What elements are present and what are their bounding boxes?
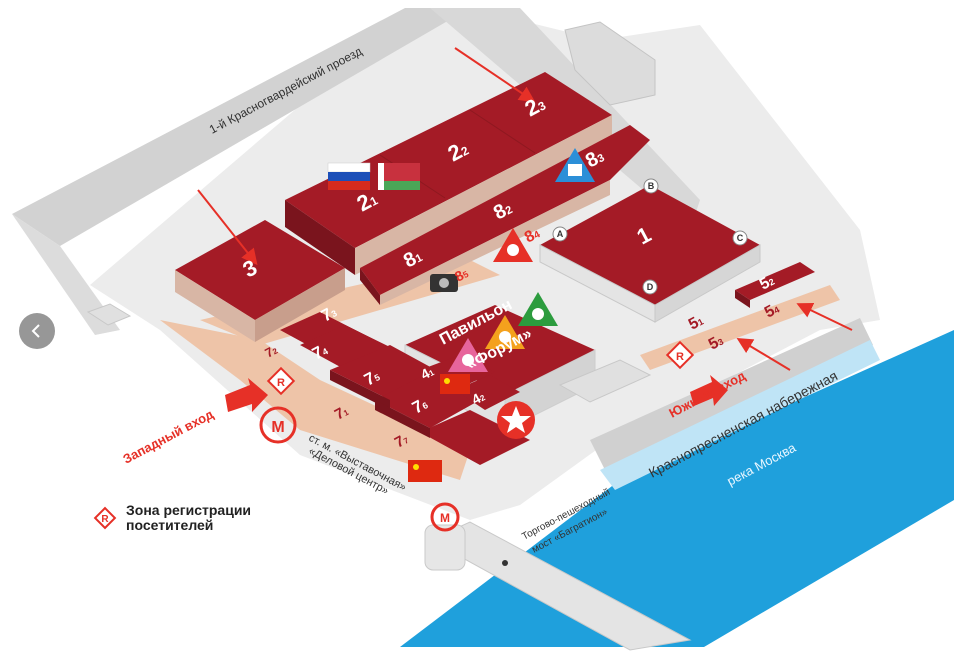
svg-text:R: R bbox=[101, 514, 109, 525]
registration-marker-south: R bbox=[665, 340, 695, 370]
star-icon bbox=[497, 401, 535, 439]
registration-marker-west: R bbox=[266, 366, 296, 396]
building-west-small bbox=[86, 303, 132, 326]
arrow-to-hall-5-4 bbox=[796, 302, 853, 331]
hall-3-block bbox=[175, 220, 345, 342]
service-triangle-forum-1 bbox=[518, 292, 558, 326]
service-triangle-hall-8-3 bbox=[555, 148, 595, 182]
legend-registration: R Зона регистрации посетителей bbox=[92, 503, 251, 533]
service-triangle-forum-2 bbox=[485, 315, 525, 349]
metro-icon-west: М bbox=[259, 406, 297, 444]
metro-exit-building bbox=[424, 524, 466, 571]
hall-1-block bbox=[539, 185, 761, 323]
registration-icon: R bbox=[93, 506, 117, 530]
arrow-to-hall-3 bbox=[197, 189, 258, 266]
west-entrance-label: Западный вход bbox=[120, 406, 216, 467]
svg-text:М: М bbox=[271, 419, 284, 436]
arrow-to-hall-5-3 bbox=[736, 337, 791, 371]
west-entrance-arrow bbox=[225, 378, 268, 412]
pavilion-1-letter-a: A bbox=[557, 229, 564, 239]
building-service-ne bbox=[564, 21, 656, 106]
metro-icon-bridge: М bbox=[430, 502, 460, 532]
hall-7-blocks bbox=[280, 312, 530, 465]
hall-5-block bbox=[735, 262, 815, 308]
south-entrance-arrow bbox=[690, 375, 728, 406]
bridge-marker bbox=[502, 560, 508, 566]
prev-slide-button[interactable] bbox=[19, 313, 55, 349]
arrow-to-hall-2-3 bbox=[454, 47, 536, 103]
china-flag-icon-2 bbox=[408, 460, 442, 482]
walkway-west bbox=[160, 320, 470, 480]
belarus-flag-icon bbox=[378, 163, 420, 190]
russia-flag-icon bbox=[327, 162, 371, 190]
svg-text:М: М bbox=[440, 511, 450, 525]
service-triangle-forum-3 bbox=[448, 338, 488, 372]
chevron-left-icon bbox=[31, 324, 40, 338]
legend-registration-text: Зона регистрации посетителей bbox=[126, 502, 252, 533]
svg-text:R: R bbox=[277, 377, 285, 389]
building-south-gate bbox=[558, 359, 652, 403]
road-embankment bbox=[590, 318, 873, 470]
pavilion-1-letter-d: D bbox=[647, 282, 654, 292]
pavilion-1-letter-c: C bbox=[737, 233, 744, 243]
walkway-south bbox=[640, 285, 840, 370]
china-flag-icon bbox=[440, 374, 470, 394]
hall-2-block bbox=[285, 72, 612, 275]
river-bank bbox=[600, 340, 880, 490]
service-triangle-hall-8-4 bbox=[493, 228, 533, 262]
road-west bbox=[12, 214, 120, 335]
road-krasnogvardeysky bbox=[12, 8, 470, 246]
camera-icon bbox=[430, 274, 458, 292]
svg-text:R: R bbox=[676, 351, 684, 363]
pavilion-1-letter-b: B bbox=[648, 181, 655, 191]
